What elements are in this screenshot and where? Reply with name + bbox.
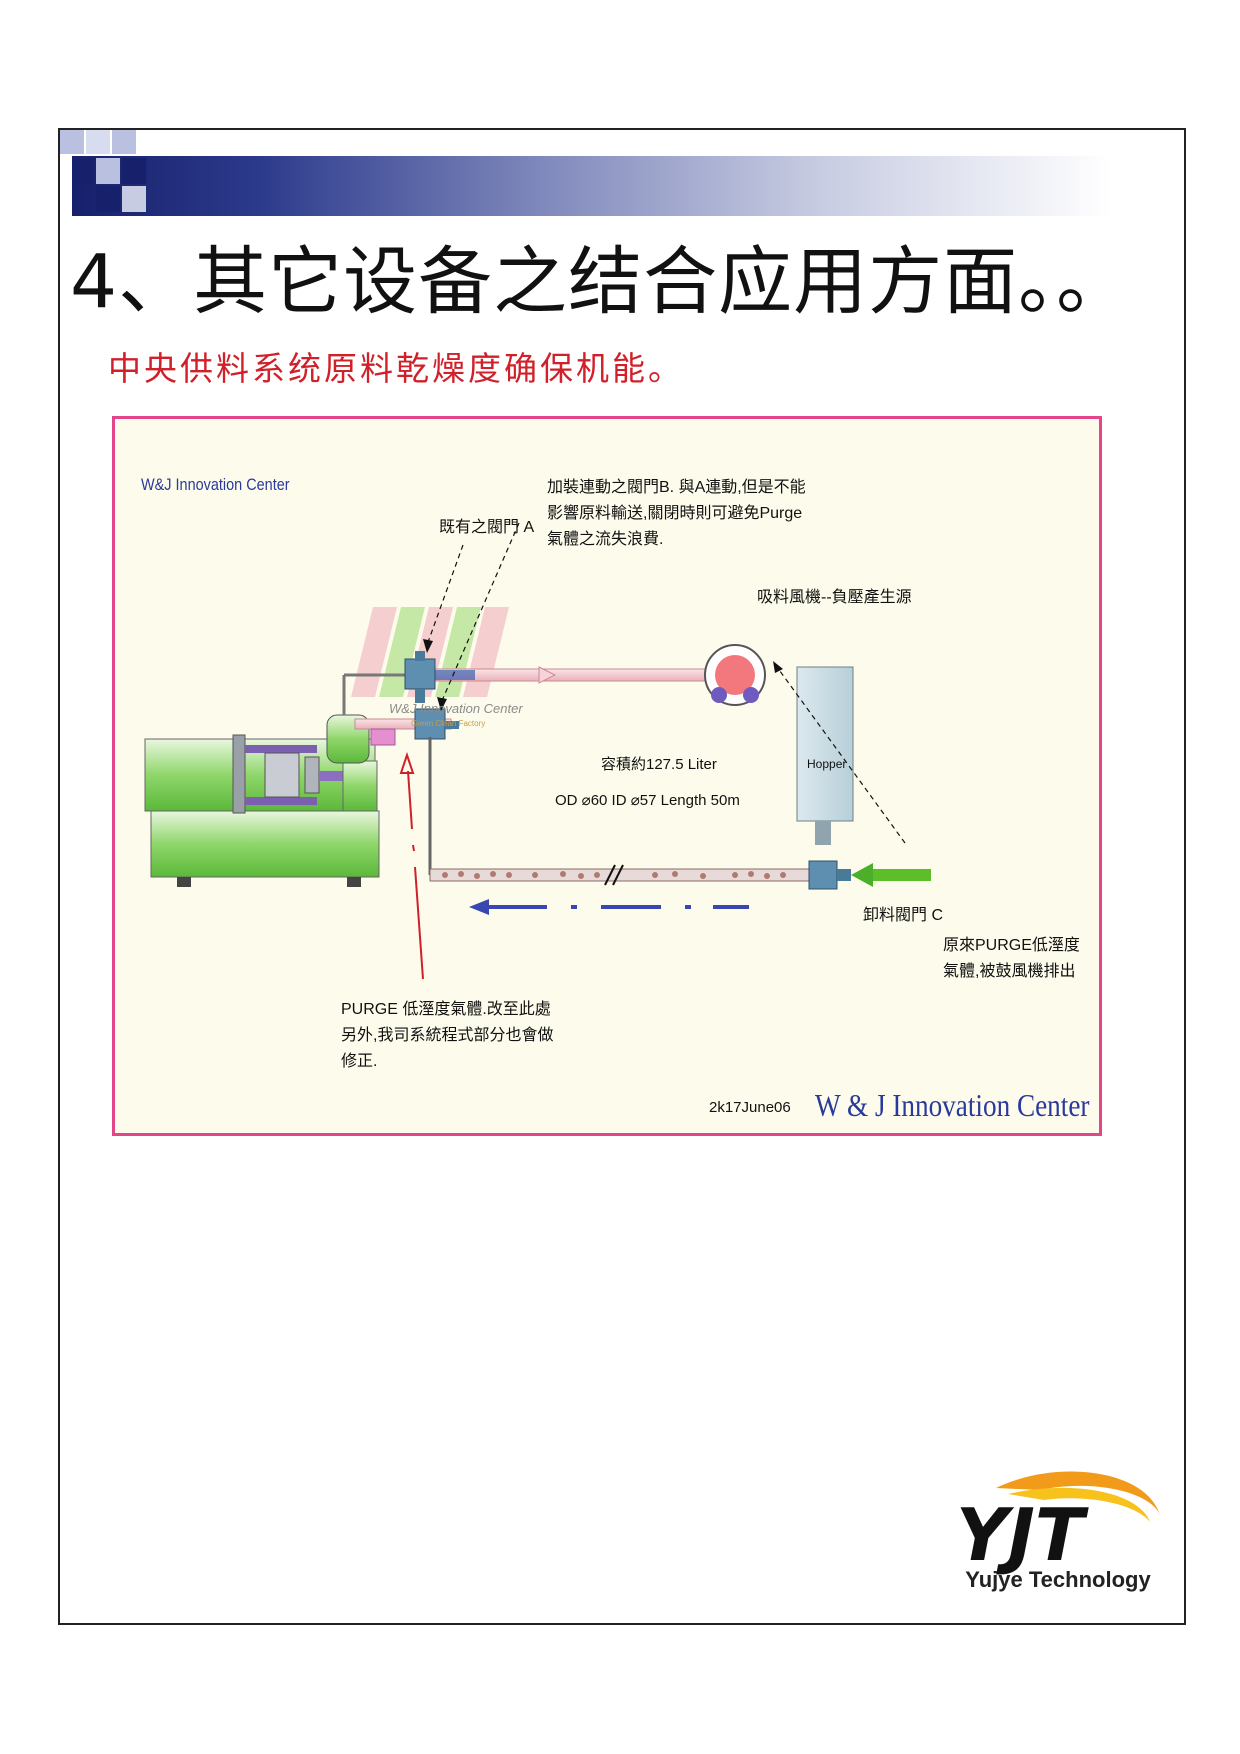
date-code: 2k17June06 xyxy=(709,1099,791,1116)
decor-square xyxy=(96,158,120,184)
valve-a-label: 既有之閥門 A xyxy=(439,519,535,536)
decor-square xyxy=(60,130,84,154)
logo-mark: YJT xyxy=(956,1493,1089,1577)
brand-top: W&J Innovation Center xyxy=(141,475,290,494)
system-diagram: W&J Innovation Center 既有之閥門 A 加裝連動之閥門B. … xyxy=(112,416,1102,1136)
hopper-graphic xyxy=(796,666,854,845)
valve-b-graphic xyxy=(354,708,459,746)
center-watermark: W&J Innovation Center xyxy=(389,701,523,716)
leader-lines xyxy=(426,522,906,844)
valve-b-note-3: 氣體之流失浪費. xyxy=(547,531,664,548)
valve-c-label: 卸料閥門 C xyxy=(863,907,944,924)
purge-origin-note-1: 原來PURGE低溼度 xyxy=(943,937,1080,954)
yjt-logo-icon: YJT xyxy=(956,1471,1160,1577)
valve-c-graphic xyxy=(808,860,851,890)
brand-bottom: W & J Innovation Center xyxy=(815,1087,1090,1123)
hopper-label: Hopper xyxy=(807,757,847,771)
page-frame xyxy=(58,128,1186,1625)
decor-square xyxy=(122,158,146,184)
molding-machine xyxy=(144,714,380,887)
diagram-graphics xyxy=(144,522,931,980)
valve-b-note-1: 加裝連動之閥門B. 與A連動,但是不能 xyxy=(547,479,806,496)
page-subtitle: 中央供料系统原料乾燥度确保机能。 xyxy=(108,349,684,388)
pipe-spec: OD ⌀60 ID ⌀57 Length 50m xyxy=(555,792,740,809)
center-watermark-sub: Green Clean Factory xyxy=(411,719,486,728)
flow-arrow-red xyxy=(407,770,424,980)
purge-origin-note-2: 氣體,被鼓風機排出 xyxy=(943,963,1076,980)
volume-label: 容積約127.5 Liter xyxy=(601,756,717,773)
page-title: 4、其它设备之结合应用方面。。 xyxy=(70,239,1132,325)
pellets xyxy=(442,871,786,879)
purge-change-note-3: 修正. xyxy=(341,1053,378,1070)
blower-graphic xyxy=(704,644,766,706)
purge-change-note-2: 另外,我司系統程式部分也會做 xyxy=(341,1027,554,1044)
decor-square xyxy=(112,130,136,154)
valve-b-note-2: 影響原料輸送,關閉時則可避免Purge xyxy=(547,505,803,522)
decor-square xyxy=(122,186,146,212)
decor-square xyxy=(72,158,94,184)
purge-change-note-1: PURGE 低溼度氣體.改至此處 xyxy=(341,1001,551,1018)
decor-square xyxy=(86,130,110,154)
logo-caption: Yujye Technology xyxy=(965,1567,1151,1592)
decor-square xyxy=(96,186,120,212)
valve-a-graphic xyxy=(404,651,436,703)
title-band xyxy=(72,156,1112,216)
blower-label: 吸料風機--負壓產生源 xyxy=(757,589,912,606)
